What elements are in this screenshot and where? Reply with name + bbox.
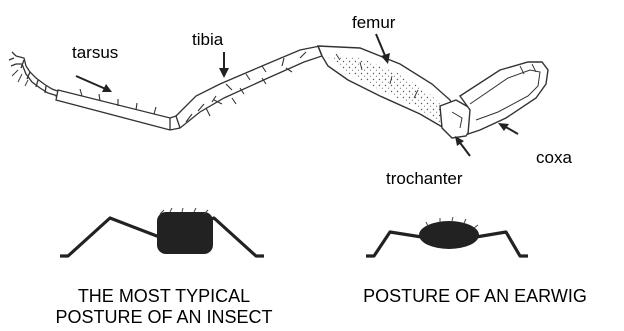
typical-insect-caption-line1: THE MOST TYPICAL: [34, 286, 294, 307]
tarsus-label: tarsus: [72, 44, 118, 61]
trochanter-label: trochanter: [386, 170, 463, 187]
femur-label: femur: [352, 14, 395, 31]
coxa-segment: [460, 62, 548, 134]
typical-insect-posture-figure: [60, 208, 264, 256]
insect-body: [157, 212, 213, 254]
typical-insect-caption: THE MOST TYPICAL POSTURE OF AN INSECT: [34, 286, 294, 328]
tarsus-segment: [9, 52, 60, 96]
tarsus-arrow: [76, 76, 112, 92]
coxa-label: coxa: [536, 149, 572, 166]
typical-insect-caption-line2: POSTURE OF AN INSECT: [34, 307, 294, 328]
coxa-arrow: [498, 123, 518, 134]
tibia-label: tibia: [192, 31, 223, 48]
earwig-posture-figure: [366, 217, 528, 256]
earwig-caption-line1: POSTURE OF AN EARWIG: [330, 286, 620, 307]
trochanter-arrow: [455, 136, 470, 156]
earwig-caption: POSTURE OF AN EARWIG: [330, 286, 620, 307]
